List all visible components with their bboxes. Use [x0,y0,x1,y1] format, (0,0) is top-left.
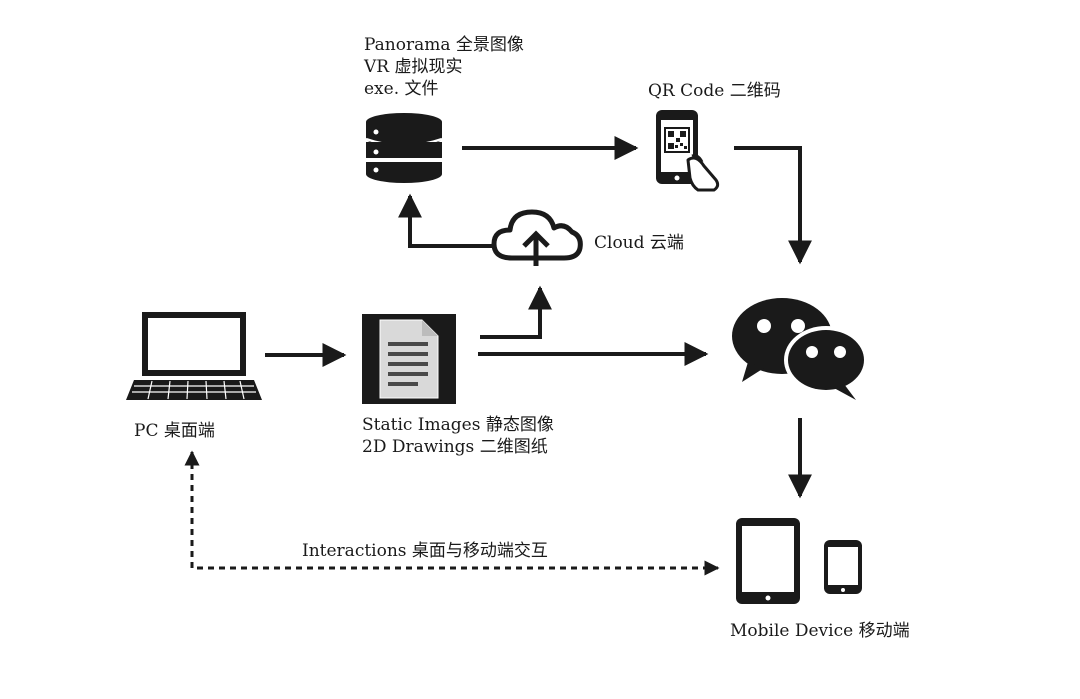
cloud-label: Cloud 云端 [594,233,684,253]
laptop-icon [126,312,262,400]
server-label-line: exe. 文件 [364,79,439,99]
document-label-line: Static Images 静态图像 [362,415,554,435]
wechat-chat-icon [732,298,868,400]
qr-code-phone-icon [656,110,720,192]
document-label-line: 2D Drawings 二维图纸 [362,437,548,457]
document-icon [362,314,456,404]
server-label-line: Panorama 全景图像 [364,35,524,55]
qr-label: QR Code 二维码 [648,81,781,101]
arrow-interactions-dashed [184,450,720,576]
server-label: Panorama 全景图像 VR 虚拟现实 exe. 文件 [364,34,524,100]
pc-label: PC 桌面端 [134,421,215,441]
smartphone-icon [824,540,862,594]
cloud-upload-icon [491,209,583,266]
document-label: Static Images 静态图像 2D Drawings 二维图纸 [362,414,554,458]
server-label-line: VR 虚拟现实 [364,57,463,77]
tablet-icon [736,518,800,604]
arrow-qr-to-wechat [734,146,812,265]
arrow-document-to-cloud [480,285,552,339]
mobile-label: Mobile Device 移动端 [730,621,910,641]
arrow-cloud-to-server [398,193,492,248]
database-server-icon [365,113,443,183]
interactions-label: Interactions 桌面与移动端交互 [302,541,548,561]
